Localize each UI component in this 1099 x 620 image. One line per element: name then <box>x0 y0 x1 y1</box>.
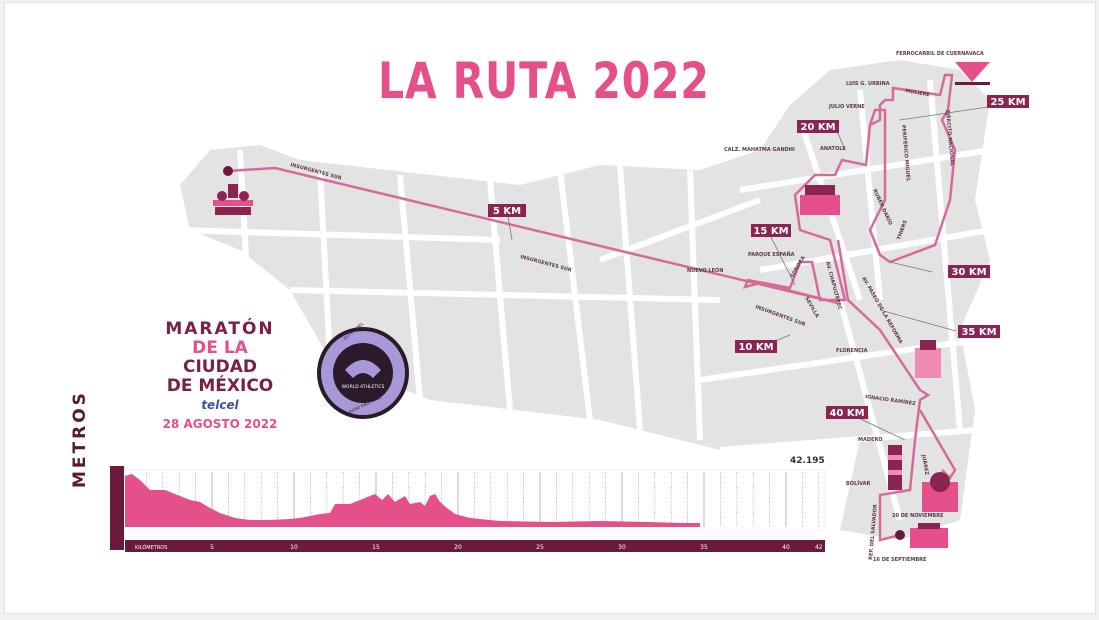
km-tick-label: 15 <box>372 544 380 551</box>
svg-text:REP. DEL SALVADOR: REP. DEL SALVADOR <box>868 504 879 560</box>
world-athletics-icon <box>345 360 381 378</box>
angel-monument-icon <box>915 340 941 378</box>
svg-text:20 KM: 20 KM <box>800 122 835 133</box>
logo-line-1: MARATÓN <box>165 319 275 339</box>
marathon-logo: MARATÓN DE LA CIUDAD DE MÉXICO telcel 28… <box>160 320 280 434</box>
svg-text:FERROCARRIL DE CUERNAVACA: FERROCARRIL DE CUERNAVACA <box>896 51 984 57</box>
km-marker-5: 5 KM <box>488 204 526 217</box>
svg-text:30 KM: 30 KM <box>951 267 986 278</box>
elevation-y-axis <box>110 466 124 550</box>
km-axis <box>125 540 825 552</box>
km-marker-30: 30 KM <box>948 265 990 278</box>
km-tick-label: 35 <box>700 544 708 551</box>
km-ticks: 5 10 15 20 25 30 35 40 42 <box>210 544 823 551</box>
svg-text:20 DE NOVIEMBRE: 20 DE NOVIEMBRE <box>892 513 944 519</box>
event-date: 28 AGOSTO 2022 <box>162 417 278 431</box>
svg-text:MADERO: MADERO <box>858 437 883 443</box>
km-tick-label: 20 <box>454 544 462 551</box>
svg-text:JUÁREZ: JUÁREZ <box>920 453 931 476</box>
elevation-area <box>125 474 700 527</box>
tower-landmark-icon <box>888 445 902 490</box>
km-marker-40: 40 KM <box>826 406 868 419</box>
zocalo-icon <box>910 523 948 548</box>
logo-ciudad: CIUDAD <box>183 357 257 377</box>
bellas-artes-icon <box>922 472 958 512</box>
km-tick-label: 40 <box>782 544 790 551</box>
sponsor-logo: telcel <box>201 398 239 412</box>
svg-text:10 KM: 10 KM <box>738 342 773 353</box>
svg-text:15 KM: 15 KM <box>753 226 788 237</box>
logo-line-3: DE MÉXICO <box>166 376 274 396</box>
svg-text:BOLÍVAR: BOLÍVAR <box>846 479 871 487</box>
svg-text:5 KM: 5 KM <box>493 206 521 217</box>
km-tick-label: 42 <box>815 544 823 551</box>
km-marker-25: 25 KM <box>987 95 1029 108</box>
svg-text:40 KM: 40 KM <box>829 408 864 419</box>
svg-text:WORLD ATHLETICS: WORLD ATHLETICS <box>342 384 385 390</box>
km-marker-20: 20 KM <box>797 120 839 133</box>
km-tick-label: 5 <box>210 544 214 551</box>
logo-de-la: DE LA <box>192 338 248 358</box>
svg-text:LUIS G. URBINA: LUIS G. URBINA <box>846 81 890 87</box>
total-distance-label: 42.195 <box>790 456 825 466</box>
start-marker <box>223 166 233 176</box>
elevation-profile: KILÓMETROS 5 10 15 20 25 30 35 40 42 42.195 <box>110 456 826 552</box>
km-marker-15: 15 KM <box>751 224 791 237</box>
svg-text:JULIO VERNE: JULIO VERNE <box>828 104 865 110</box>
streets <box>179 79 991 521</box>
svg-text:CALZ. MAHATMA GANDHI: CALZ. MAHATMA GANDHI <box>724 147 795 153</box>
svg-text:NUEVO LEÓN: NUEVO LEÓN <box>687 267 723 274</box>
km-tick-label: 10 <box>290 544 298 551</box>
km-marker-10: 10 KM <box>735 340 777 353</box>
svg-text:16 DE SEPTIEMBRE: 16 DE SEPTIEMBRE <box>873 557 927 563</box>
page-title: LA RUTA 2022 <box>378 52 710 110</box>
km-tick-label: 25 <box>536 544 544 551</box>
km-marker-35: 35 KM <box>958 325 1000 338</box>
leader-lines <box>507 106 989 441</box>
svg-text:25 KM: 25 KM <box>990 97 1025 108</box>
km-axis-label: KILÓMETROS <box>135 544 167 551</box>
svg-text:MOLIERE: MOLIERE <box>905 88 931 98</box>
svg-text:35 KM: 35 KM <box>961 327 996 338</box>
km-tick-label: 30 <box>618 544 626 551</box>
world-athletics-badge: WORLD ATHLETICS ELITE LABEL ROAD RACE 20… <box>317 321 409 419</box>
start-landmark-icon <box>213 184 253 215</box>
svg-text:ANATOLE: ANATOLE <box>820 146 846 152</box>
logo-line-2: DE LA CIUDAD <box>160 339 280 377</box>
museum-landmark-icon <box>800 185 840 215</box>
svg-text:FLORENCIA: FLORENCIA <box>836 348 868 354</box>
finish-marker <box>895 530 905 540</box>
elevation-y-label: METROS <box>70 390 90 488</box>
svg-text:PARQUE ESPAÑA: PARQUE ESPAÑA <box>748 251 795 258</box>
finish-flag-icon <box>955 62 990 85</box>
